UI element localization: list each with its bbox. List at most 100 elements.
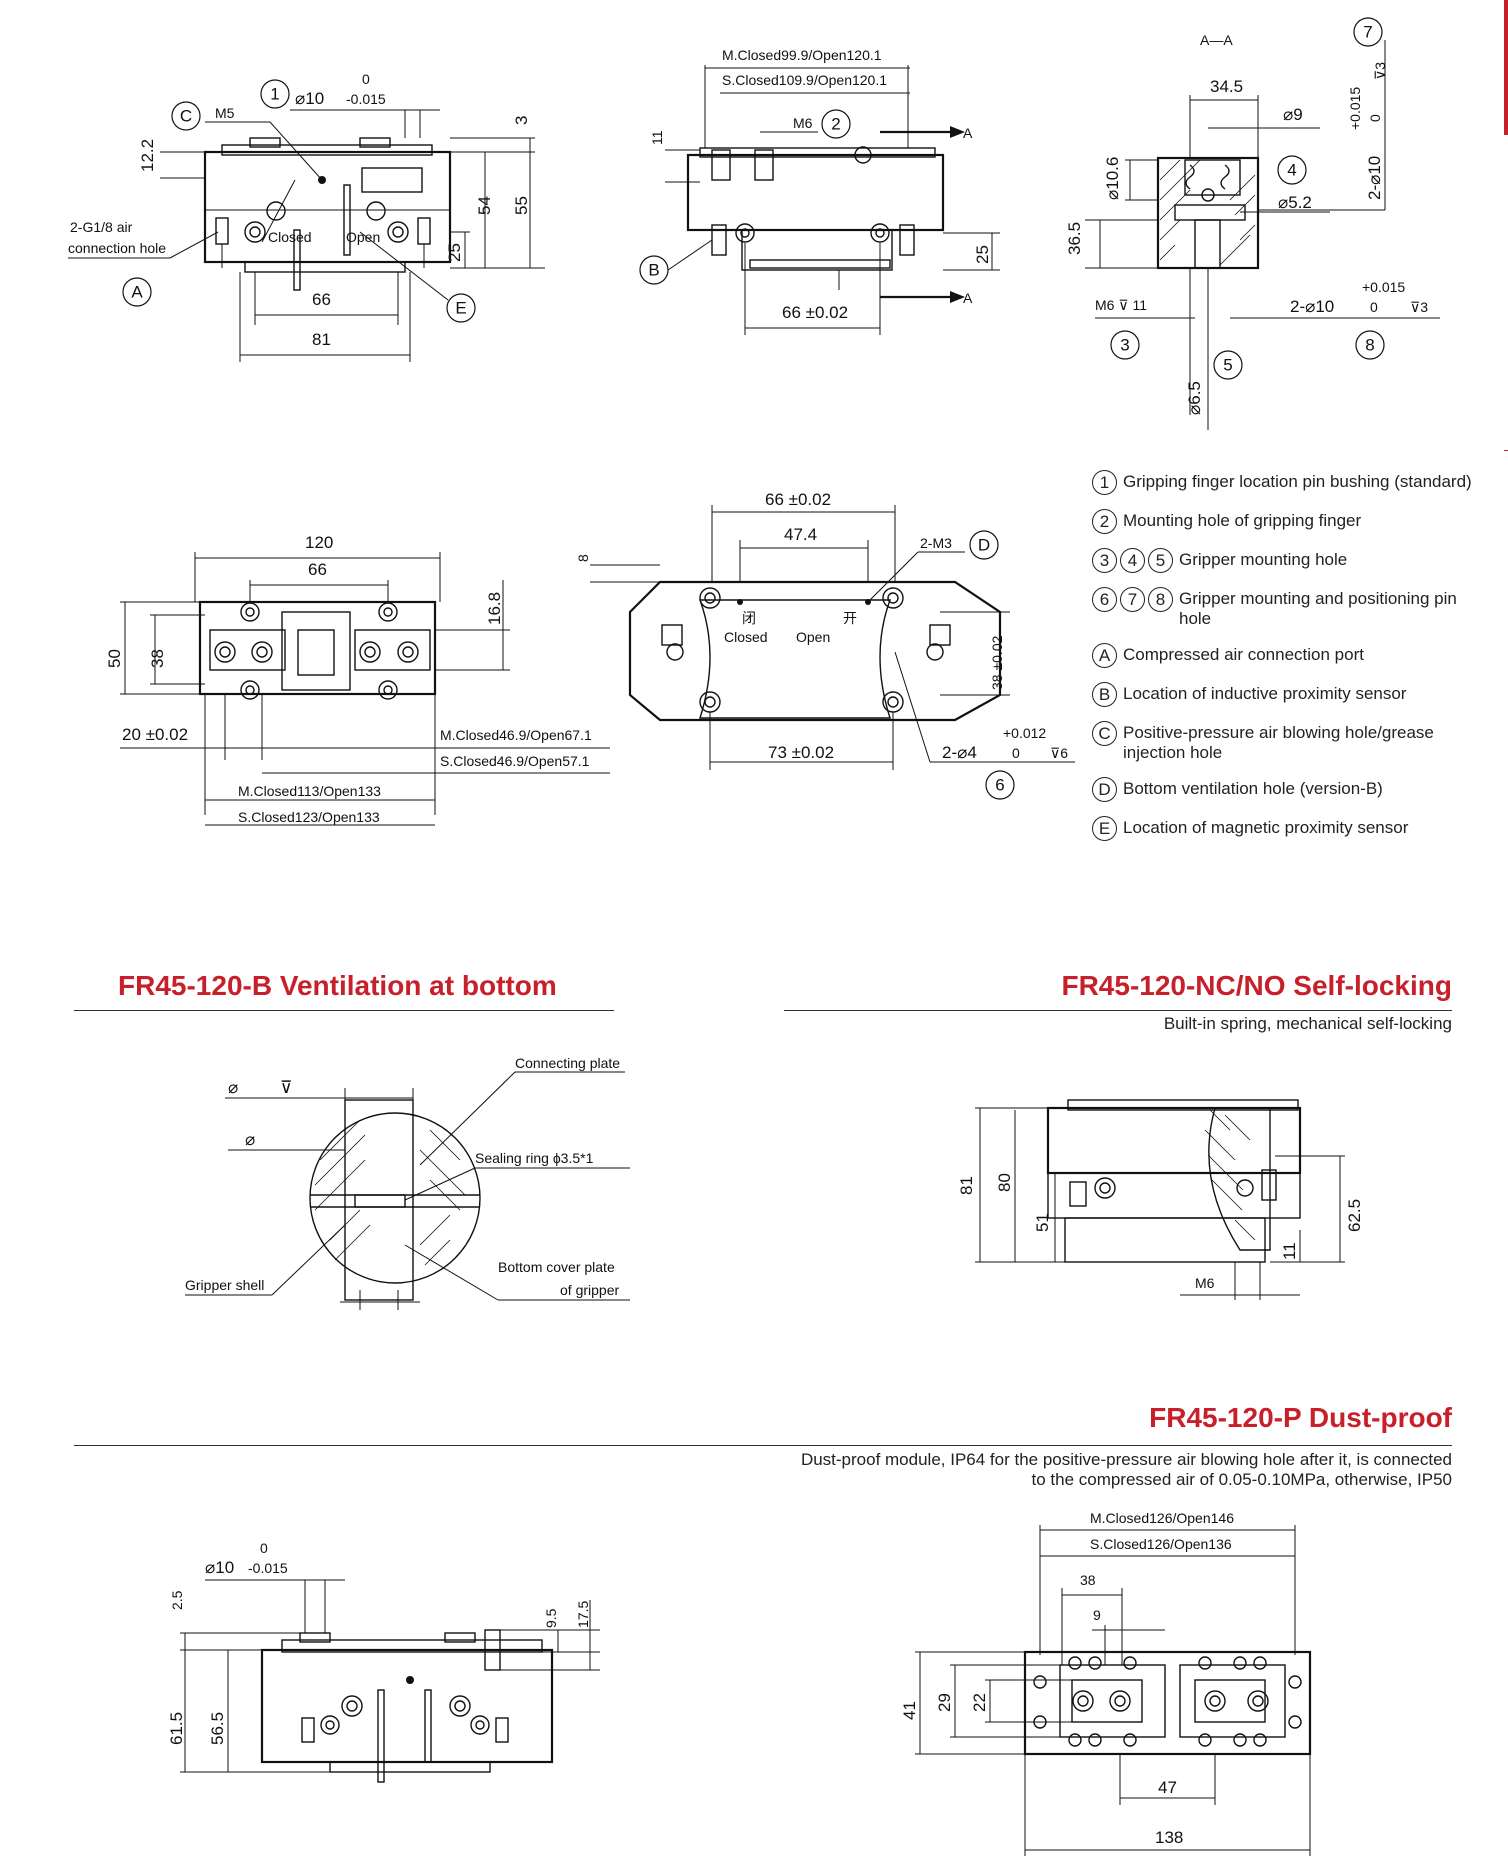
depth-3-bot: ⊽3 [1410,299,1428,315]
svg-text:D: D [978,536,990,555]
open-cn: 开 [843,610,857,626]
dim-38: 38 [148,649,167,668]
page-accent-bar [1504,0,1508,135]
legend-badge: 1 [1092,470,1117,495]
vent-phi-2: ⌀ [245,1130,255,1149]
legend-text: Location of magnetic proximity sensor [1123,818,1409,837]
m6-11: M6 ⊽ 11 [1095,297,1147,313]
svg-text:C: C [180,107,192,126]
tol-hi-top: +0.015 [1347,87,1363,130]
dim-81: 81 [312,330,331,349]
dust-dim-41: 41 [900,1701,919,1720]
subtitle-dustproof-1: Dust-proof module, IP64 for the positive… [800,1450,1452,1469]
label-m5: M5 [215,105,235,121]
legend-item: D Bottom ventilation hole (version-B) [1092,777,1492,802]
dust-s-stroke: S.Closed126/Open136 [1090,1536,1232,1552]
dust-tol-bot: -0.015 [248,1560,288,1576]
legend-badge: D [1092,777,1117,802]
dim-16-8: 16.8 [485,592,504,625]
dim-56-5: 56.5 [208,1712,227,1745]
s-total: S.Closed123/Open133 [238,809,380,825]
rule-ventilation [74,1010,614,1011]
legend-text: Gripper mounting hole [1179,550,1348,569]
heading-selflock: FR45-120-NC/NO Self-locking [1061,970,1452,1001]
legend-badge: 3 [1092,548,1117,573]
label-phi10: ⌀10 [295,89,324,108]
dim-62-5: 62.5 [1345,1199,1364,1232]
svg-text:E: E [455,299,466,318]
dim-3: 3 [512,116,531,125]
svg-text:1: 1 [270,85,279,104]
legend-badge: 8 [1148,587,1173,612]
dust-phi10: ⌀10 [205,1558,234,1577]
pin-bot: 2-⌀10 [1290,297,1334,316]
label-2m3: 2-M3 [920,535,952,551]
dim-80-selflock: 80 [995,1173,1014,1192]
legend-badge: E [1092,816,1117,841]
svg-text:A: A [131,283,143,302]
legend-item: A Compressed air connection port [1092,643,1492,668]
legend-text: Compressed air connection port [1123,645,1364,664]
dim-34-5: 34.5 [1210,77,1243,96]
legend-text: Bottom ventilation hole (version-B) [1123,779,1383,798]
legend-badge: 4 [1120,548,1145,573]
bottom-view: 66 ±0.02 47.4 2-M3 D 8 闭 开 Closed Open 3… [575,490,1075,800]
legend-badge: A [1092,643,1117,668]
tol-lo-bot: 0 [1370,299,1378,315]
legend-badge: C [1092,721,1117,746]
dim-66-bottom: 66 ±0.02 [765,490,831,509]
legend-badges: A [1092,643,1117,668]
label-2phi4: 2-⌀4 [942,743,977,762]
legend-badges: B [1092,682,1117,707]
s-stroke: S.Closed109.9/Open120.1 [722,72,887,88]
svg-text:8: 8 [1365,336,1374,355]
tol-lo-top: 0 [1367,114,1383,122]
dust-dim-9: 9 [1093,1607,1101,1623]
m-open: M.Closed46.9/Open67.1 [440,727,592,743]
legend-badges: 1 [1092,470,1117,495]
dim-8: 8 [575,554,591,562]
legend-text: Mounting hole of gripping finger [1123,511,1362,530]
dim-81-selflock: 81 [957,1176,976,1195]
dust-top-view: M.Closed126/Open146 S.Closed126/Open136 … [900,1510,1312,1856]
vent-detail: ⌀ ⊽ ⌀ Connecting plate Sealing ring ϕ3.5… [185,1055,630,1310]
page-accent-tick [1504,450,1508,451]
closed-cn: 闭 [742,610,756,626]
pin-tol-hi: +0.012 [1003,725,1046,741]
top-view: 120 66 16.8 50 38 20 ±0.02 M.Closed46.9/… [105,533,610,826]
dim-12-2: 12.2 [138,139,157,172]
pin-tol-lo: 0 [1012,745,1020,761]
pin-depth: ⊽6 [1050,745,1068,761]
label-m6: M6 [793,115,813,131]
legend-item: E Location of magnetic proximity sensor [1092,816,1492,841]
section-aa: A—A 34.5 ⌀9 ⌀10.6 36.5 4 ⌀5.2 7 ⊽3 +0.01… [1065,17,1440,430]
dim-38-bottom: 38 ±0.02 [989,635,1005,690]
legend-badge: 5 [1148,548,1173,573]
rule-dustproof [74,1445,1452,1446]
section-aa-title: A—A [1200,32,1233,48]
legend-text: Positive-pressure air blowing hole/greas… [1123,723,1434,762]
dim-50: 50 [105,649,124,668]
dim-25-side: 25 [973,245,992,264]
svg-text:4: 4 [1287,161,1296,180]
heading-dustproof: FR45-120-P Dust-proof [1149,1402,1452,1433]
svg-text:5: 5 [1223,356,1232,375]
tol-top: 0 [362,71,370,87]
dust-tol-top: 0 [260,1540,268,1556]
phi6-5: ⌀6.5 [1185,381,1204,415]
m-stroke: M.Closed99.9/Open120.1 [722,47,882,63]
tol-hi-bot: +0.015 [1362,279,1405,295]
dust-front-view: ⌀10 0 -0.015 2.5 61.5 56.5 9.5 17.5 [167,1540,600,1783]
legend-badge: B [1092,682,1117,707]
label-gripper-shell: Gripper shell [185,1277,264,1293]
dim-54: 54 [475,196,494,215]
legend-badge: 2 [1092,509,1117,534]
label-sealing-ring: Sealing ring ϕ3.5*1 [475,1150,594,1166]
section-a-top: A [963,125,973,141]
